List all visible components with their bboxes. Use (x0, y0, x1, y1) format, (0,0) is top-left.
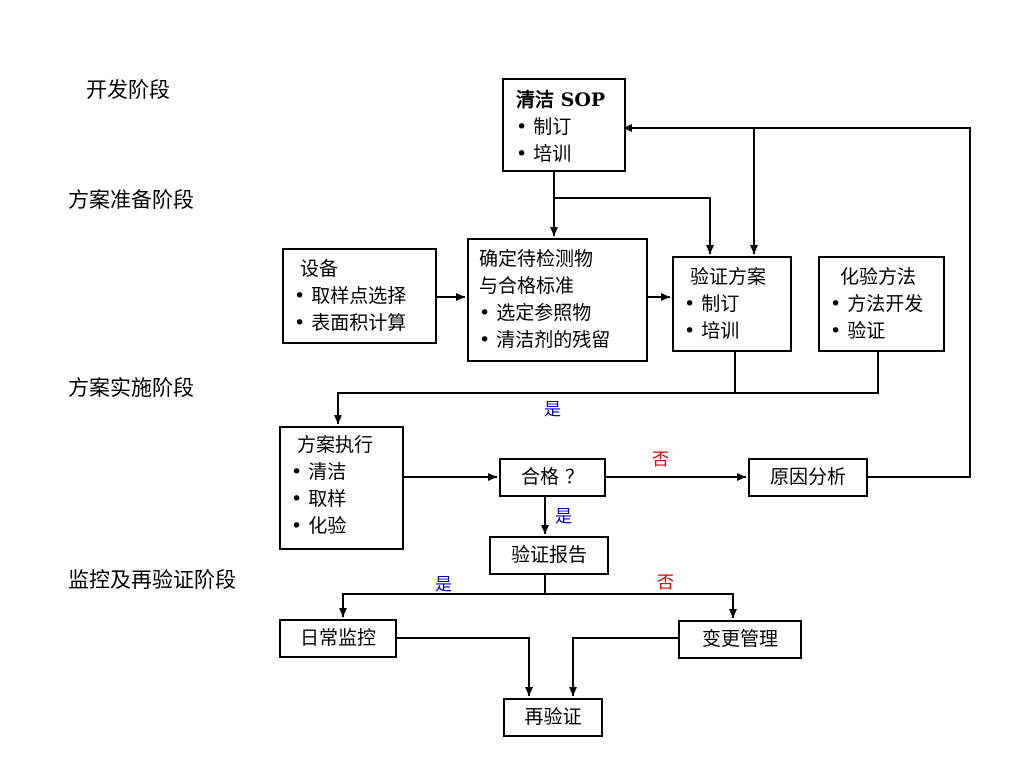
routine-box: 日常监控 (279, 619, 397, 658)
assay-box: 化验方法 方法开发 验证 (818, 256, 945, 352)
protocol-box: 验证方案 制订 培训 (672, 256, 792, 352)
change-to-revalidate-arrow (569, 637, 678, 696)
phase-dev-label: 开发阶段 (86, 78, 170, 102)
report-split-line (339, 574, 546, 617)
sop-to-protocol-arrow (554, 197, 714, 254)
protocol-item-train: 培训 (684, 318, 790, 345)
phase-prep-label: 方案准备阶段 (68, 188, 194, 212)
determine-title-2: 与合格标准 (479, 275, 575, 297)
change-title: 变更管理 (701, 628, 778, 650)
sop-box: 清洁 SOP 制订 培训 (502, 78, 626, 172)
cause-title: 原因分析 (769, 466, 846, 488)
phase-monitor-label: 监控及再验证阶段 (68, 568, 236, 592)
cause-feedback-line (623, 124, 971, 478)
determine-item-residue: 清洁剂的残留 (479, 327, 646, 354)
determine-title-1: 确定待检测物 (479, 248, 594, 270)
yes-report-label: 是 (555, 507, 572, 527)
protocol-title: 验证方案 (690, 266, 767, 288)
execute-title: 方案执行 (297, 434, 374, 456)
equipment-item-area: 表面积计算 (294, 310, 435, 337)
cause-box: 原因分析 (748, 458, 868, 497)
change-box: 变更管理 (678, 620, 802, 659)
determine-item-reference: 选定参照物 (479, 300, 646, 327)
assay-down-line (334, 352, 879, 424)
report-box: 验证报告 (489, 536, 609, 575)
execute-item-assay: 化验 (291, 513, 402, 540)
routine-to-revalidate-arrow (397, 637, 533, 696)
sop-item-create: 制订 (516, 114, 624, 141)
determine-box: 确定待检测物 与合格标准 选定参照物 清洁剂的残留 (467, 238, 648, 362)
assay-title: 化验方法 (840, 266, 917, 288)
execute-item-clean: 清洁 (291, 459, 402, 486)
sop-title: 清洁 SOP (516, 89, 606, 111)
revalidate-box: 再验证 (503, 698, 603, 737)
report-title: 验证报告 (510, 544, 587, 566)
phase-impl-label: 方案实施阶段 (68, 376, 194, 400)
report-to-change-arrow (545, 593, 737, 618)
no-change-label: 否 (657, 573, 674, 593)
no-cause-label: 否 (652, 450, 669, 470)
yes-top-label: 是 (544, 400, 561, 420)
assay-item-develop: 方法开发 (830, 291, 943, 318)
equipment-box: 设备 取样点选择 表面积计算 (282, 248, 437, 344)
equipment-item-sampling: 取样点选择 (294, 283, 435, 310)
yes-routine-label: 是 (435, 575, 452, 595)
sop-item-train: 培训 (516, 141, 624, 168)
execute-box: 方案执行 清洁 取样 化验 (279, 426, 404, 550)
assay-item-validate: 验证 (830, 318, 943, 345)
revalidate-title: 再验证 (524, 706, 582, 728)
routine-title: 日常监控 (299, 627, 376, 649)
equipment-title: 设备 (300, 258, 339, 280)
qualified-title: 合格 ？ (520, 466, 585, 488)
qualified-box: 合格 ？ (499, 458, 606, 497)
execute-item-sample: 取样 (291, 486, 402, 513)
protocol-item-create: 制订 (684, 291, 790, 318)
